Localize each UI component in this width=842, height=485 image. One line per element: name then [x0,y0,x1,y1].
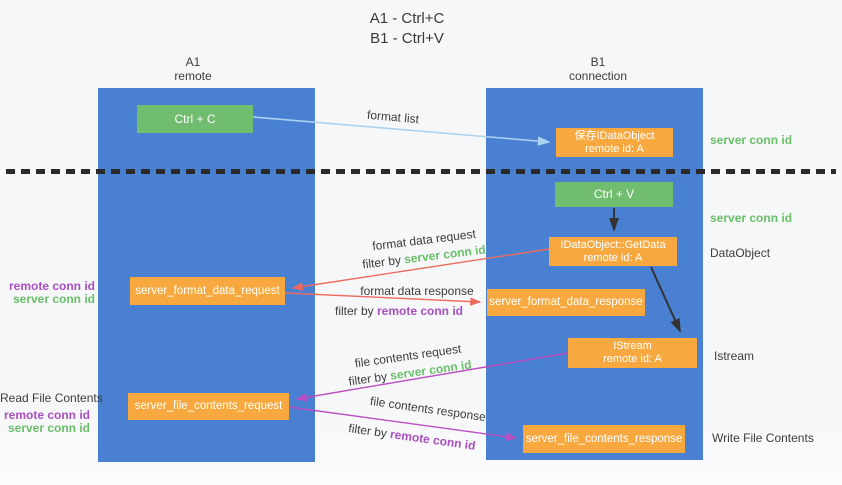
column-a1-name: A1 [185,55,201,69]
right-label-istream: Istream [714,349,755,363]
left-label-server-conn-id-top: server conn id [12,292,95,306]
box-ctrl-c-label: Ctrl + C [174,111,216,126]
box-server-file-contents-response-label: server_file_contents_response [525,432,683,445]
filter-by-prefix: filter by [347,421,392,441]
box-istream: IStream remote id: A [568,338,697,368]
left-label-remote-conn-id-bottom: remote conn id [3,408,90,422]
column-b1-name: B1 [590,55,606,69]
box-idataobject-getdata: IDataObject::GetData remote id: A [549,237,677,266]
right-label-write-file-contents: Write File Contents [712,431,814,445]
box-ctrl-c: Ctrl + C [137,105,253,133]
box-server-file-contents-response: server_file_contents_response [523,425,685,453]
column-b1-header: B1 connection [548,55,648,83]
box-save-idataobject: 保存IDataObject remote id: A [556,128,673,157]
box-server-format-data-response-label: server_format_data_response [489,296,643,308]
right-label-server-conn-id-top: server conn id [710,133,793,147]
arrow-label-filter-remote-1: filter by remote conn id [335,304,463,318]
filter-by-prefix: filter by [347,368,392,389]
left-label-remote-conn-id-top: remote conn id [8,279,95,293]
box-server-format-data-request-label: server_format_data_request [135,284,280,297]
filter-by-value: remote conn id [377,304,464,318]
left-label-read-file-contents: Read File Contents [0,391,103,405]
arrow-label-filter-remote-2: filter by remote conn id [348,421,477,453]
column-a1-header: A1 remote [143,55,243,83]
dashed-separator-line [6,169,836,174]
box-save-idataobject-line2: remote id: A [585,142,644,155]
filter-by-prefix: filter by [361,252,405,272]
box-idataobject-getdata-line2: remote id: A [583,251,643,264]
arrow-label-file-contents-response: file contents response [369,393,487,425]
column-a1-subtitle: remote [174,69,212,83]
arrow-label-format-list: format list [366,107,420,127]
right-label-server-conn-id-mid: server conn id [710,211,793,225]
box-server-format-data-request: server_format_data_request [130,277,285,305]
box-ctrl-v-label: Ctrl + V [593,187,635,201]
box-istream-line1: IStream [613,340,652,352]
diagram-title-line2: B1 - Ctrl+V [370,30,444,47]
box-server-file-contents-request: server_file_contents_request [128,393,289,420]
column-b1-subtitle: connection [568,69,628,83]
box-ctrl-v: Ctrl + V [555,182,673,207]
diagram-title-line1: A1 - Ctrl+C [369,10,445,27]
right-label-dataobject: DataObject [710,246,771,260]
box-server-file-contents-request-label: server_file_contents_request [134,400,283,412]
filter-by-prefix: filter by [334,304,377,318]
box-save-idataobject-line1: 保存IDataObject [574,129,655,142]
filter-by-value: remote conn id [389,427,477,453]
box-server-format-data-response: server_format_data_response [487,289,645,316]
left-label-server-conn-id-bottom: server conn id [7,421,90,435]
box-idataobject-getdata-line1: IDataObject::GetData [560,238,666,251]
box-istream-line2: remote id: A [603,353,662,365]
arrow-label-format-data-response: format data response [360,284,474,298]
